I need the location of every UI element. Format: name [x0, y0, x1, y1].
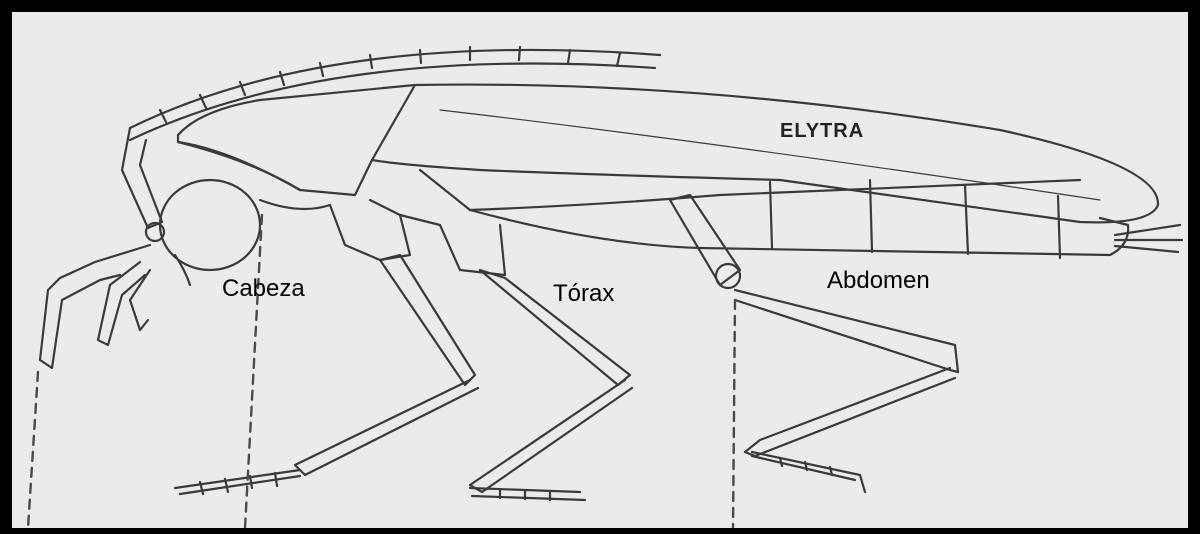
antenna: [130, 47, 660, 140]
insect-drawing: [12, 12, 1188, 528]
thorax-label: Tórax: [553, 280, 614, 308]
hind-leg: [670, 195, 958, 492]
elytra-label: ELYTRA: [780, 120, 864, 143]
head-label: Cabeza: [222, 275, 305, 303]
abdomen: [470, 180, 1182, 258]
antenna-base: [122, 128, 164, 241]
pronotum: [178, 85, 415, 195]
abdomen-label: Abdomen: [827, 267, 930, 295]
head: [160, 180, 260, 285]
front-leg: [175, 255, 478, 494]
diagram-paper: ELYTRA Cabeza Tórax Abdomen: [12, 12, 1188, 528]
elytra-wing: [372, 85, 1158, 223]
mouthparts: [40, 245, 150, 368]
